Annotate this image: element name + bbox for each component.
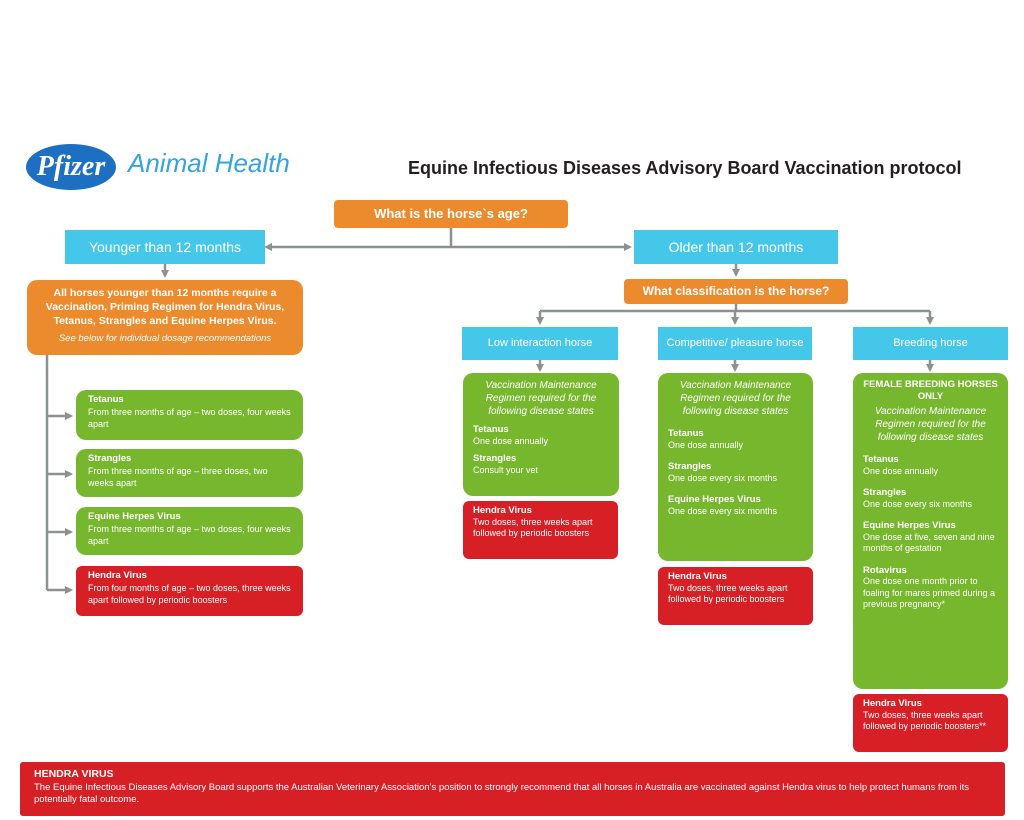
disease-item: Strangles One dose every six months <box>863 487 998 510</box>
young-summary-text: All horses younger than 12 months requir… <box>45 287 285 327</box>
disease-item: Strangles One dose every six months <box>668 461 803 484</box>
young-tetanus-card: Tetanus From three months of age – two d… <box>76 390 303 440</box>
age-question-box: What is the horse`s age? <box>334 200 568 228</box>
class-label: Breeding horse <box>893 337 968 349</box>
competitive-pleasure-horse-box: Competitive/ pleasure horse <box>658 327 812 360</box>
disease-title: Strangles <box>473 453 517 464</box>
maintenance-intro: Vaccination Maintenance Regimen required… <box>874 406 987 443</box>
young-hendra-card: Hendra Virus From four months of age – t… <box>76 566 303 616</box>
disease-dose: One dose every six months <box>863 498 973 509</box>
breeding-horse-box: Breeding horse <box>853 327 1008 360</box>
disease-dose: One dose annually <box>863 465 939 476</box>
disease-dose: One dose one month prior to foaling for … <box>863 576 996 609</box>
card-text: Two doses, three weeks apart followed by… <box>473 516 593 539</box>
female-breeding-label: FEMALE BREEDING HORSES ONLY <box>863 379 998 402</box>
disease-dose: One dose every six months <box>668 472 778 483</box>
disease-title: Equine Herpes Virus <box>668 494 761 505</box>
disease-dose: One dose at five, seven and nine months … <box>863 531 995 554</box>
disease-item: Tetanus One dose annually <box>473 424 609 447</box>
disease-item: Strangles Consult your vet <box>473 453 609 476</box>
breeding-hendra-card: Hendra Virus Two doses, three weeks apar… <box>853 694 1008 752</box>
disease-title: Rotavirus <box>863 564 907 576</box>
disease-item: Equine Herpes Virus One dose at five, se… <box>863 520 998 555</box>
card-text: From three months of age – two doses, fo… <box>88 407 291 429</box>
classification-question-box: What classification is the horse? <box>624 279 848 304</box>
older-than-12-months-box: Older than 12 months <box>634 230 838 264</box>
disease-title: Equine Herpes Virus <box>863 520 956 531</box>
disease-title: Tetanus <box>863 454 899 465</box>
card-title: Tetanus <box>88 394 124 405</box>
disease-title: Strangles <box>863 487 907 498</box>
maintenance-intro: Vaccination Maintenance Regimen required… <box>485 380 597 417</box>
card-title: Hendra Virus <box>668 571 727 582</box>
disease-title: Tetanus <box>473 424 509 435</box>
young-priming-regimen-box: All horses younger than 12 months requir… <box>27 280 303 355</box>
card-text: Two doses, three weeks apart followed by… <box>668 582 788 605</box>
disease-item: Rotavirus One dose one month prior to fo… <box>863 565 998 611</box>
footer-text: The Equine Infectious Diseases Advisory … <box>34 782 970 805</box>
card-title: Hendra Virus <box>863 698 922 709</box>
page-title: Equine Infectious Diseases Advisory Boar… <box>408 158 962 178</box>
card-text: From four months of age – two doses, thr… <box>88 583 291 605</box>
maintenance-intro: Vaccination Maintenance Regimen required… <box>679 380 792 417</box>
young-dosage-note: See below for individual dosage recommen… <box>58 333 272 344</box>
younger-than-12-months-box: Younger than 12 months <box>65 230 265 264</box>
low-interaction-horse-box: Low interaction horse <box>462 327 618 360</box>
competitive-maintenance-card: Vaccination Maintenance Regimen required… <box>658 373 813 561</box>
low-interaction-maintenance-card: Vaccination Maintenance Regimen required… <box>463 373 619 496</box>
card-title: Hendra Virus <box>88 570 147 581</box>
competitive-hendra-card: Hendra Virus Two doses, three weeks apar… <box>658 567 813 625</box>
young-ehv-card: Equine Herpes Virus From three months of… <box>76 507 303 555</box>
card-text: Two doses, three weeks apart followed by… <box>863 709 987 732</box>
disease-item: Tetanus One dose annually <box>668 428 803 451</box>
disease-dose: One dose every six months <box>668 505 778 516</box>
disease-title: Tetanus <box>668 428 704 439</box>
low-interaction-hendra-card: Hendra Virus Two doses, three weeks apar… <box>463 501 618 559</box>
class-label: Low interaction horse <box>487 337 593 349</box>
disease-item: Equine Herpes Virus One dose every six m… <box>668 494 803 517</box>
breeding-maintenance-card: FEMALE BREEDING HORSES ONLY Vaccination … <box>853 373 1008 689</box>
card-title: Strangles <box>88 453 132 464</box>
logo-division-text: Animal Health <box>128 148 290 178</box>
disease-dose: Consult your vet <box>473 464 539 475</box>
pfizer-logo: Pfizer <box>26 144 116 190</box>
card-title: Hendra Virus <box>473 505 532 516</box>
footer-title: HENDRA VIRUS <box>34 768 114 780</box>
card-title: Equine Herpes Virus <box>88 511 181 522</box>
card-text: From three months of age – three doses, … <box>88 466 268 488</box>
hendra-virus-footer: HENDRA VIRUS The Equine Infectious Disea… <box>20 762 1005 816</box>
disease-dose: One dose annually <box>668 439 744 450</box>
class-label: Competitive/ pleasure horse <box>666 337 804 349</box>
disease-item: Tetanus One dose annually <box>863 454 998 477</box>
young-strangles-card: Strangles From three months of age – thr… <box>76 449 303 497</box>
disease-dose: One dose annually <box>473 435 549 446</box>
disease-title: Strangles <box>668 461 712 472</box>
card-text: From three months of age – two doses, fo… <box>88 524 291 546</box>
